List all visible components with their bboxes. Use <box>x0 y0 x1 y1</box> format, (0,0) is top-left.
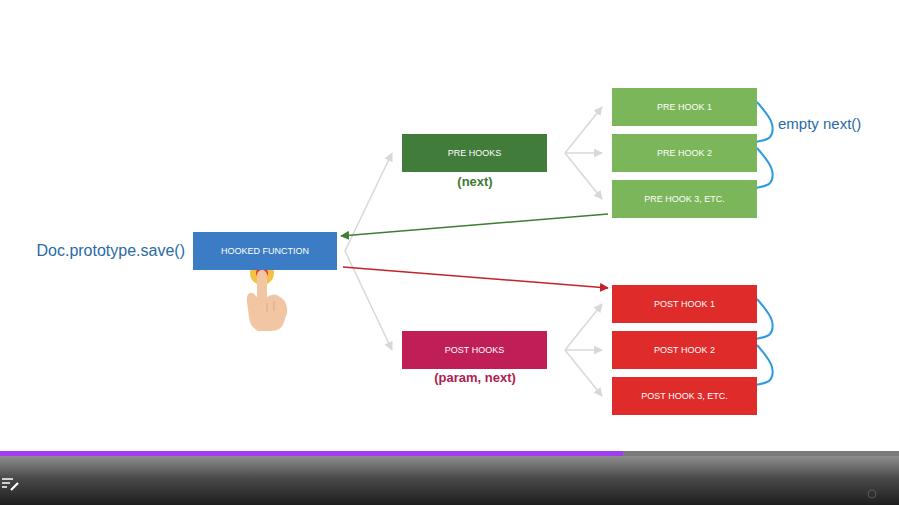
box-label: PRE HOOKS <box>448 148 502 158</box>
hook-box: POST HOOK 3, ETC. <box>612 377 757 415</box>
hook-box: PRE HOOK 1 <box>612 88 757 126</box>
box-label: POST HOOK 2 <box>654 345 715 355</box>
box-label: POST HOOKS <box>445 345 504 355</box>
hook-group-box: POST HOOKS <box>402 331 547 369</box>
fork-arrow <box>565 153 602 199</box>
chain-note: empty next() <box>776 115 863 133</box>
function-call: Doc.prototype.save() <box>34 241 187 260</box>
notes-pencil <box>11 483 18 490</box>
progress-bar <box>0 451 623 456</box>
knuckle-lines <box>267 301 274 312</box>
fork-arrow <box>345 153 392 251</box>
box-label: PRE HOOK 3, ETC. <box>644 194 725 204</box>
signature-note: (next) <box>455 174 494 190</box>
hook-box: PRE HOOK 3, ETC. <box>612 180 757 218</box>
player-bar <box>0 456 899 505</box>
box-label: PRE HOOK 2 <box>657 148 712 158</box>
box-label: PRE HOOK 1 <box>657 102 712 112</box>
function-box: HOOKED FUNCTION <box>193 232 337 270</box>
fork-arrow <box>565 350 602 396</box>
fork-arrow <box>565 107 602 153</box>
post-arrow <box>343 267 608 288</box>
hook-box: PRE HOOK 2 <box>612 134 757 172</box>
hook-group-box: PRE HOOKS <box>402 134 547 172</box>
palm <box>247 293 287 331</box>
box-label: POST HOOK 3, ETC. <box>641 391 727 401</box>
signature-note: (param, next) <box>432 370 518 386</box>
return-arrow <box>341 214 608 236</box>
corner-mark <box>868 490 876 498</box>
notes-icon <box>2 479 18 490</box>
box-label: POST HOOK 1 <box>654 299 715 309</box>
fork-arrow <box>565 349 602 351</box>
hook-box: POST HOOK 2 <box>612 331 757 369</box>
pointer-hand <box>247 261 287 331</box>
notes-lines <box>2 479 13 487</box>
hook-box: POST HOOK 1 <box>612 285 757 323</box>
fork-arrow <box>565 304 602 350</box>
box-label: HOOKED FUNCTION <box>221 246 309 256</box>
fork-arrow <box>345 251 392 350</box>
fork-arrow <box>565 152 602 154</box>
progress-track <box>623 451 899 456</box>
